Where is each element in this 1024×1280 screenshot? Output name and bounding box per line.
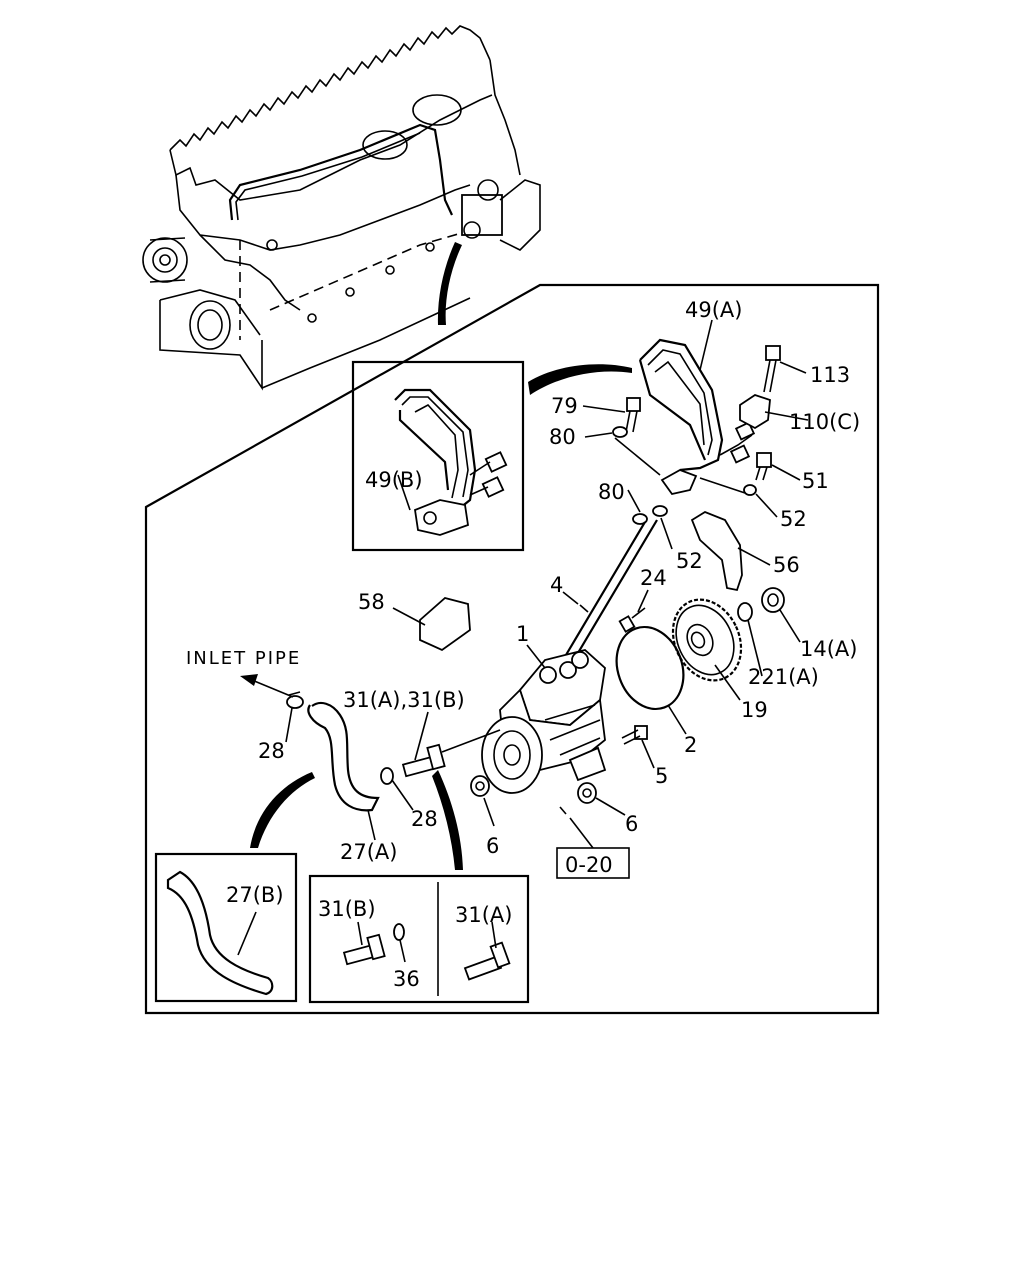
- injection-pipe-49a: [638, 338, 756, 496]
- label-49a: 49(A): [685, 298, 742, 322]
- label-6-left: 6: [486, 834, 499, 858]
- label-36: 36: [393, 967, 420, 991]
- washer-80-lower: [632, 513, 648, 525]
- nut-14a: [761, 587, 785, 613]
- label-56: 56: [773, 553, 800, 577]
- label-4: 4: [550, 573, 563, 597]
- bolt-79: [625, 397, 641, 433]
- label-28-lower: 28: [411, 807, 438, 831]
- pointer-arrow-engine: [437, 242, 462, 325]
- clip-110c: [739, 394, 771, 430]
- inlet-arrow: [240, 674, 294, 698]
- injection-pipe-49b: [394, 388, 508, 536]
- pointer-arrow-49: [528, 364, 632, 395]
- clamp-28-lower: [380, 767, 394, 785]
- clamp-28-upper: [286, 691, 304, 709]
- label-52-left: 52: [676, 549, 703, 573]
- cover-58: [419, 597, 471, 652]
- hose-27b: [166, 870, 274, 996]
- label-31a: 31(A): [455, 903, 512, 927]
- label-49b: 49(B): [365, 468, 423, 492]
- label-221a: 221(A): [748, 665, 819, 689]
- inset-box-31: [308, 874, 530, 1004]
- reference-box: [556, 847, 630, 879]
- label-27b: 27(B): [226, 883, 284, 907]
- label-1: 1: [516, 622, 529, 646]
- label-19: 19: [741, 698, 768, 722]
- label-80-upper: 80: [549, 425, 576, 449]
- label-24: 24: [640, 566, 667, 590]
- label-80-lower: 80: [598, 480, 625, 504]
- bolt-51: [755, 452, 772, 481]
- label-14a: 14(A): [800, 637, 857, 661]
- label-79: 79: [551, 394, 578, 418]
- main-frame: [144, 283, 880, 1015]
- inset-box-27b: [154, 852, 298, 1003]
- label-inlet-pipe: INLET PIPE: [186, 648, 301, 669]
- label-113: 113: [810, 363, 850, 387]
- nut-6-left: [470, 775, 490, 797]
- label-27a: 27(A): [340, 840, 397, 864]
- leader-lines: [237, 319, 809, 963]
- label-31ab: 31(A),31(B): [343, 688, 465, 712]
- nut-6-right: [577, 782, 597, 804]
- label-2: 2: [684, 733, 697, 757]
- label-51: 51: [802, 469, 829, 493]
- bolt-5: [621, 725, 648, 745]
- label-5: 5: [655, 764, 668, 788]
- label-110c: 110(C): [789, 410, 860, 434]
- washer-221a: [737, 602, 753, 622]
- hose-27a: [307, 701, 380, 812]
- delivery-pipe: [562, 519, 658, 661]
- supply-pump-1: [481, 649, 607, 794]
- engine-block-illustration: [142, 25, 541, 391]
- bolt-113: [763, 345, 781, 393]
- label-ref-0-20: 0-20: [565, 853, 613, 877]
- bracket-56: [690, 510, 743, 592]
- inset-box-49b: [351, 360, 525, 552]
- pointer-arrow-31: [432, 770, 463, 870]
- washer-52-upper: [743, 484, 757, 496]
- oring-2: [615, 625, 685, 711]
- gear-19: [671, 598, 743, 682]
- label-52-right: 52: [780, 507, 807, 531]
- label-28-upper: 28: [258, 739, 285, 763]
- pin-4: [579, 604, 589, 613]
- washer-80-upper: [612, 426, 628, 438]
- screw-24: [618, 607, 646, 633]
- label-31b: 31(B): [318, 897, 376, 921]
- fitting-31: [401, 729, 501, 778]
- fitting-31b: [342, 923, 405, 966]
- fitting-31a: [463, 941, 511, 981]
- washer-52-lower: [652, 505, 668, 517]
- label-58: 58: [358, 590, 385, 614]
- label-6-right: 6: [625, 812, 638, 836]
- pointer-arrow-27: [250, 772, 315, 848]
